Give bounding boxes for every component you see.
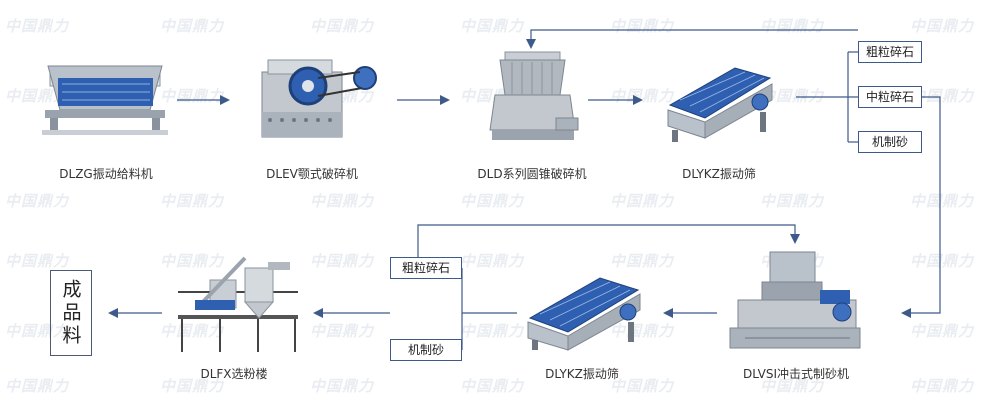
watermark-text: 中国鼎力 [310, 252, 375, 270]
watermark-text: 中国鼎力 [910, 377, 975, 395]
box-sand-bottom: 机制砂 [390, 339, 462, 361]
label-screen-bottom: DLYKZ振动筛 [545, 367, 619, 381]
watermark-text: 中国鼎力 [5, 17, 70, 35]
watermark-text: 中国鼎力 [460, 192, 525, 210]
watermark-text: 中国鼎力 [310, 17, 375, 35]
watermark-text: 中国鼎力 [910, 17, 975, 35]
watermark-text: 中国鼎力 [610, 322, 675, 340]
watermark-text: 中国鼎力 [5, 192, 70, 210]
watermark-text: 中国鼎力 [310, 192, 375, 210]
watermark-text: 中国鼎力 [610, 192, 675, 210]
watermark-text: 中国鼎力 [610, 252, 675, 270]
label-jaw-crusher: DLEV颚式破碎机 [266, 167, 358, 181]
watermark-text: 中国鼎力 [760, 87, 825, 105]
watermark-text: 中国鼎力 [160, 252, 225, 270]
watermark-text: 中国鼎力 [160, 377, 225, 395]
label-cone-crusher: DLD系列圆锥破碎机 [477, 167, 587, 181]
watermark-text: 中国鼎力 [5, 252, 70, 270]
box-medium-top: 中粒碎石 [858, 86, 922, 108]
box-coarse-top: 粗粒碎石 [858, 41, 922, 63]
jaw-crusher-illustration [261, 59, 377, 138]
watermark-text: 中国鼎力 [910, 192, 975, 210]
line-coarse-return-cone [526, 29, 858, 49]
vibrating-screen-bottom-illustration [527, 277, 641, 351]
label-vsi: DLVSI冲击式制砂机 [743, 367, 849, 381]
box-coarse-bottom: 粗粒碎石 [390, 257, 462, 279]
box-sand-top: 机制砂 [858, 131, 922, 153]
watermark-text: 中国鼎力 [5, 377, 70, 395]
watermark-text: 中国鼎力 [460, 322, 525, 340]
line-medium-to-vsi [901, 96, 941, 318]
watermark-text: 中国鼎力 [760, 377, 825, 395]
label-screen-top: DLYKZ振动筛 [682, 167, 756, 181]
watermark-text: 中国鼎力 [460, 252, 525, 270]
watermark-text: 中国鼎力 [160, 192, 225, 210]
watermark-text: 中国鼎力 [760, 192, 825, 210]
label-powder-tower: DLFX选粉楼 [200, 367, 268, 381]
watermark-text: 中国鼎力 [910, 87, 975, 105]
watermark-text: 中国鼎力 [610, 377, 675, 395]
watermark-text: 中国鼎力 [310, 322, 375, 340]
watermark-text: 中国鼎力 [160, 322, 225, 340]
product-box: 成品料 [50, 270, 92, 356]
watermark-text: 中国鼎力 [910, 322, 975, 340]
label-feeder: DLZG振动给料机 [59, 167, 153, 181]
vibrating-screen-top-illustration [667, 67, 773, 142]
watermark-text: 中国鼎力 [310, 377, 375, 395]
watermark-text: 中国鼎力 [460, 17, 525, 35]
watermark-text: 中国鼎力 [910, 252, 975, 270]
watermark-text: 中国鼎力 [460, 377, 525, 395]
watermark-text: 中国鼎力 [160, 17, 225, 35]
watermark-text: 中国鼎力 [5, 87, 70, 105]
vsi-sand-maker-illustration [729, 251, 861, 349]
powder-tower-illustration [178, 256, 298, 352]
watermark-text: 中国鼎力 [5, 322, 70, 340]
vibrating-feeder-illustration [42, 65, 168, 135]
cone-crusher-illustration [489, 51, 579, 140]
